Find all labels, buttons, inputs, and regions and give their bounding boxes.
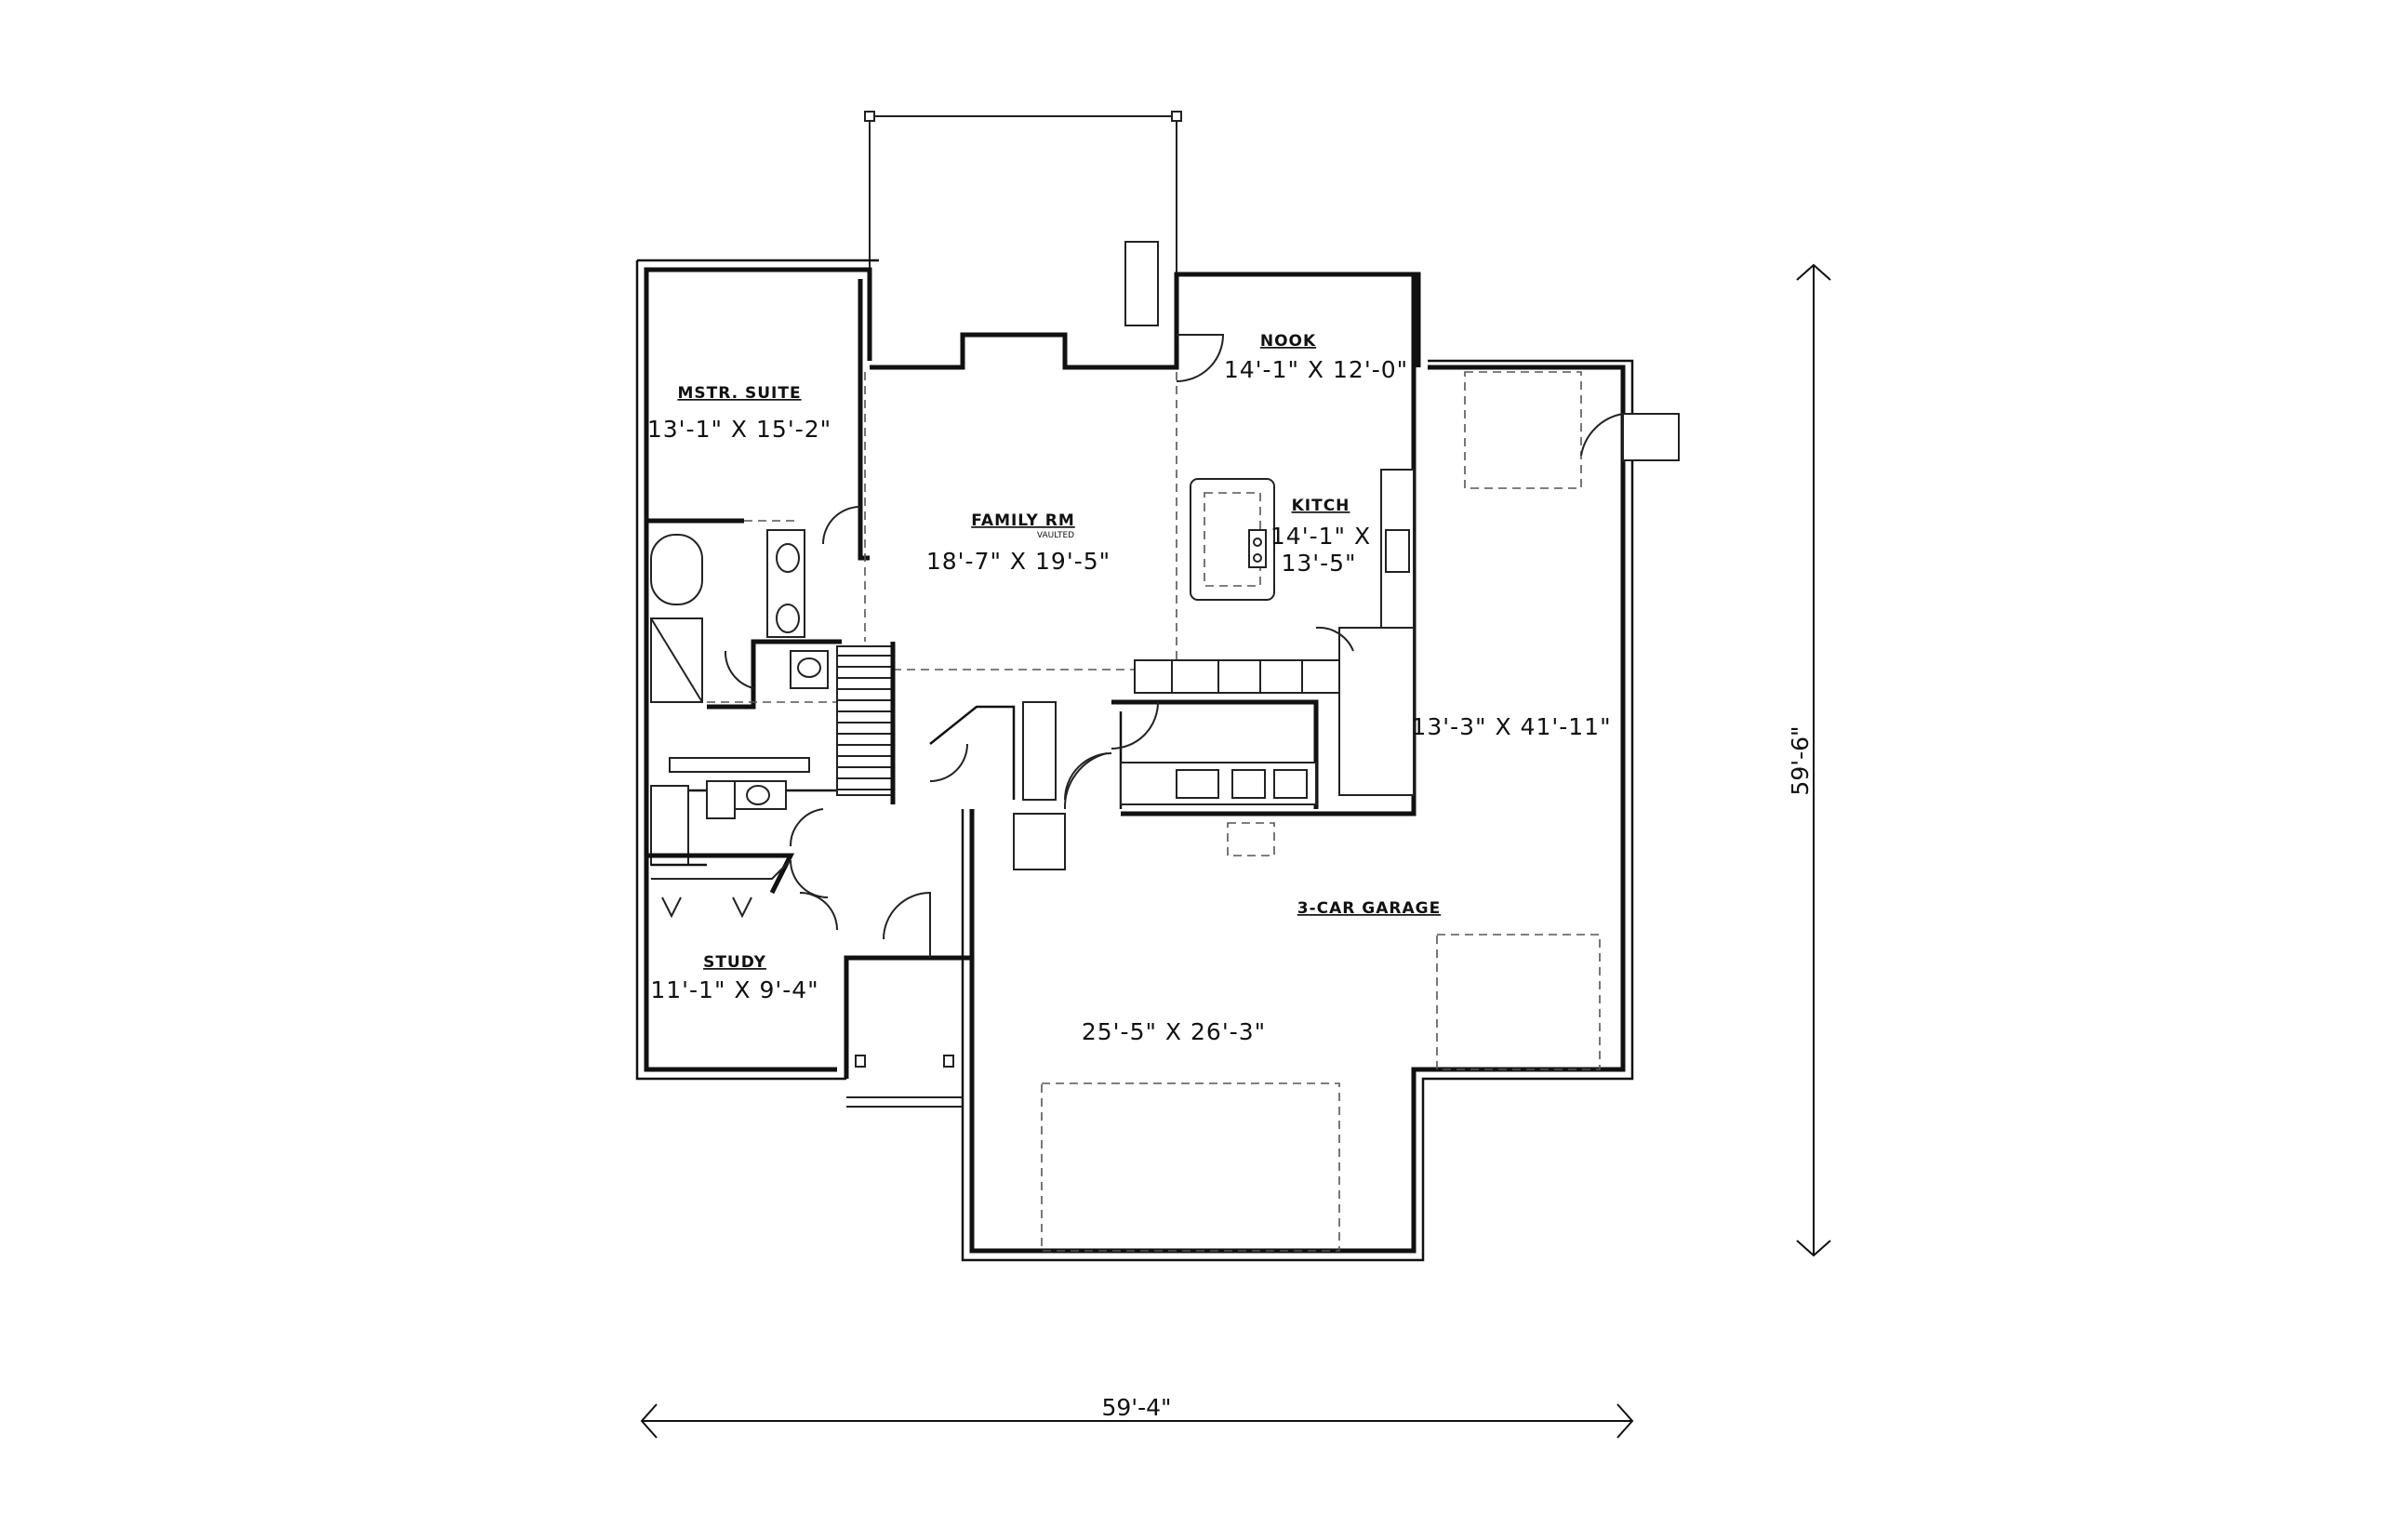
room-size-side-garage: 13'-3" X 41'-11" bbox=[1411, 713, 1611, 740]
garage: 13'-3" X 41'-11" 3-CAR GARAGE 25'-5" X 2… bbox=[1041, 371, 1680, 1252]
study: STUDY 11'-1" X 9'-4" bbox=[646, 853, 838, 1003]
exterior-walls bbox=[635, 259, 1634, 1262]
family-room: FAMILY RM VAULTED 18'-7" X 19'-5" bbox=[864, 372, 1177, 810]
room-size-study: 11'-1" X 9'-4" bbox=[650, 976, 818, 1003]
overall-depth-label: 59'-6" bbox=[1787, 725, 1814, 795]
room-label-garage: 3-CAR GARAGE bbox=[1297, 899, 1441, 918]
room-size-kitchen-1: 14'-1" X bbox=[1270, 523, 1371, 550]
room-note-vaulted: VAULTED bbox=[1037, 531, 1074, 540]
room-size-family-rm: 18'-7" X 19'-5" bbox=[926, 548, 1111, 575]
master-bath bbox=[650, 529, 846, 792]
front-porch bbox=[846, 891, 963, 1108]
stairs bbox=[836, 645, 1066, 870]
room-label-mstr-suite: MSTR. SUITE bbox=[677, 384, 801, 403]
kitchen: KITCH 14'-1" X 13'-5" bbox=[1134, 469, 1415, 796]
width-dimension: 59'-4" bbox=[640, 1394, 1634, 1439]
rear-patio bbox=[864, 111, 1182, 361]
room-size-nook: 14'-1" X 12'-0" bbox=[1224, 356, 1408, 383]
hall-bath bbox=[650, 780, 829, 898]
room-size-mstr-suite: 13'-1" X 15'-2" bbox=[647, 416, 831, 443]
depth-dimension: 59'-6" bbox=[1787, 263, 1831, 1257]
overall-width-label: 59'-4" bbox=[1101, 1394, 1171, 1421]
room-size-garage: 25'-5" X 26'-3" bbox=[1082, 1018, 1266, 1045]
room-label-kitchen: KITCH bbox=[1292, 497, 1350, 515]
laundry bbox=[1064, 699, 1319, 809]
master-suite: MSTR. SUITE 13'-1" X 15'-2" bbox=[646, 279, 870, 561]
room-label-study: STUDY bbox=[703, 953, 766, 972]
room-label-family-rm: FAMILY RM bbox=[971, 511, 1074, 530]
room-size-kitchen-2: 13'-5" bbox=[1281, 550, 1356, 577]
nook: NOOK 14'-1" X 12'-0" bbox=[1124, 241, 1408, 383]
room-label-nook: NOOK bbox=[1260, 332, 1316, 351]
